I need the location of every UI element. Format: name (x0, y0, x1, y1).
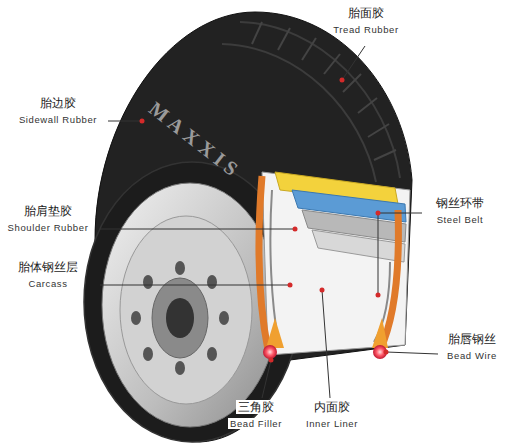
part-label-zh: 胎面胶 (348, 6, 384, 20)
part-label-en: Sidewall Rubber (19, 114, 97, 125)
bead-filler (372, 318, 388, 348)
part-label-zh: Inner Liner (304, 418, 360, 429)
wheel-disc (120, 216, 252, 404)
part-label-en: 内面胶 (312, 400, 352, 414)
wheel-center (166, 298, 194, 338)
part-label-en: 胎体钢丝层 (18, 260, 78, 274)
part-label-zh: 胎边胶 (40, 96, 76, 110)
part-label-en: 胎唇钢丝 (448, 332, 496, 346)
wheel-rim (102, 183, 278, 427)
bead-filler (266, 318, 284, 348)
leader-dots (140, 78, 389, 363)
part-label-zh: Bead Filler (228, 418, 284, 429)
inner-liner (270, 190, 278, 340)
part-label-zh: Bead Wire (447, 350, 497, 361)
part-label-en: 三角胶 (236, 400, 276, 414)
leader-lines (100, 46, 438, 398)
carcass-wall (259, 176, 268, 350)
part-label-zh: Steel Belt (437, 214, 484, 225)
bead-wire (263, 345, 277, 359)
belt-layer (312, 230, 405, 262)
part-label-en: Tread Rubber (333, 24, 398, 35)
tread-edge (240, 22, 400, 178)
part-label-zh: Carcass (28, 278, 67, 289)
tread-grooves (252, 22, 396, 160)
wheel-hub (152, 278, 208, 358)
cut-face (262, 172, 410, 355)
part-label-en: 钢丝环带 (436, 196, 484, 210)
tread-edge (222, 44, 376, 182)
part-label-zh: Shoulder Rubber (8, 222, 89, 233)
brand-text: MAXXIS (145, 96, 247, 183)
tire-body (95, 12, 412, 442)
part-label-en: 胎肩垫胶 (24, 204, 72, 218)
bolt-holes (131, 261, 229, 375)
